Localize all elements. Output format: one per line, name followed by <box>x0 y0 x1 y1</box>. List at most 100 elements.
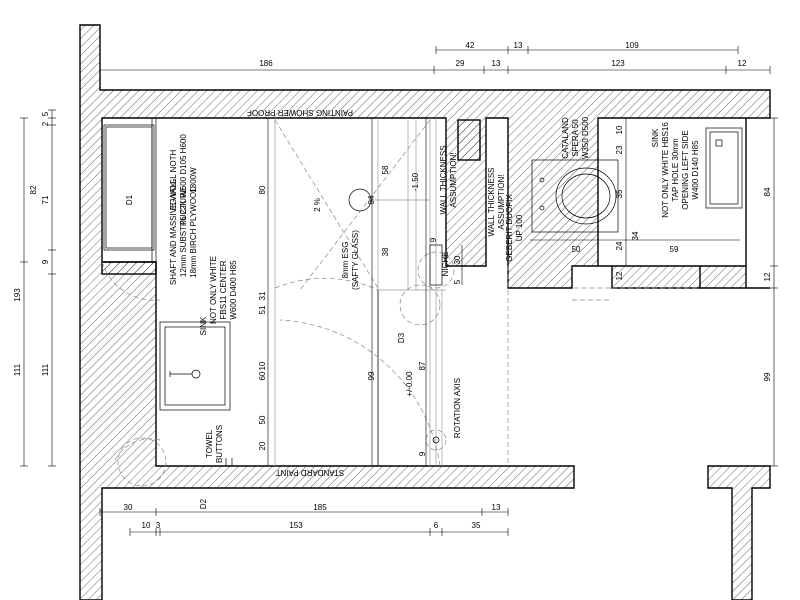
dim-top-186: 186 <box>259 59 273 68</box>
label-wall-assumption-1b: ASSUMPTION! <box>449 152 458 207</box>
label-sink-left-3: FBS11 CENTER <box>219 260 228 319</box>
dim-top-123: 123 <box>611 59 625 68</box>
dim-right-99: 99 <box>763 372 772 381</box>
dim-left-111b: 111 <box>41 363 50 376</box>
left-wall <box>79 24 771 600</box>
annotations: PAINTING SHOWER PROOF STANDARD PAINT EG … <box>125 108 700 509</box>
label-geberit-1: GEBERIT DUOFIX <box>505 194 514 262</box>
label-towel: TOWEL <box>205 429 214 458</box>
label-slope: 2 % <box>313 198 322 212</box>
dim-top-29: 29 <box>456 59 465 68</box>
dim-left-82: 82 <box>29 185 38 194</box>
dim-int-87: 87 <box>418 361 427 370</box>
sink-tap-icon <box>191 369 201 379</box>
walls <box>79 24 771 600</box>
dimension-text: 42 13 109 186 29 13 123 12 30 185 13 10 … <box>13 41 772 530</box>
dim-int-10b: 10 <box>615 125 624 134</box>
dim-bottom-6: 6 <box>434 521 439 530</box>
label-cataland-1: CATALAND <box>561 117 570 159</box>
label-standard-paint: STANDARD PAINT <box>276 468 345 477</box>
label-d1: D1 <box>125 194 134 205</box>
dim-int-34: 34 <box>631 231 640 240</box>
label-sink-right-5: W400 D140 H85 <box>691 140 700 200</box>
dim-int-h50: 50 <box>572 245 581 254</box>
dim-int-35: 35 <box>615 189 624 198</box>
dim-bottom-3: 3 <box>156 521 161 530</box>
label-sink-right-4: OPENING LEFT SIDE <box>681 130 690 209</box>
dim-top-13: 13 <box>514 41 523 50</box>
dim-int-10: 10 <box>258 361 267 370</box>
dim-int-20: 20 <box>258 441 267 450</box>
label-esg-2: (SAFTY GLASS) <box>351 230 360 290</box>
dim-left-111: 111 <box>13 363 22 376</box>
niche <box>429 244 443 286</box>
dim-top-42: 42 <box>466 41 475 50</box>
label-sink-right-3: TAP HOLE 30mm <box>671 138 680 202</box>
dim-top-13b: 13 <box>492 59 501 68</box>
dim-int-5: 5 <box>453 279 462 284</box>
dim-int-h59: 59 <box>670 245 679 254</box>
label-sink-left-4: W600 D400 H85 <box>229 260 238 320</box>
label-esg-1: 8mm ESG <box>341 242 350 279</box>
label-drain: 94 <box>367 195 376 204</box>
dim-int-80: 80 <box>258 185 267 194</box>
label-sink-right-2: NOT ONLY WHITE HBS16 <box>661 122 670 218</box>
dim-bottom-35: 35 <box>472 521 481 530</box>
dim-int-9a: 9 <box>418 451 427 456</box>
dim-int-31: 31 <box>258 291 267 300</box>
dim-int-30: 30 <box>453 255 462 264</box>
label-d2: D2 <box>199 498 208 509</box>
label-cataland-2: SFERA 50 <box>571 119 580 157</box>
right-sink <box>705 127 743 209</box>
dim-int-50: 50 <box>258 415 267 424</box>
dim-int-23: 23 <box>615 145 624 154</box>
dim-int-99: 99 <box>367 371 376 380</box>
dim-right-12: 12 <box>763 272 772 281</box>
dim-left-193: 193 <box>13 288 22 302</box>
label-shaft-1: SHAFT AND MASSIVE WALL <box>169 178 178 285</box>
label-wall-assumption-2b: ASSUMPTION! <box>497 174 506 229</box>
label-eg-vogl-3: 1300W <box>189 167 198 193</box>
label-sink-left-2: NOT ONLY WHITE <box>209 256 218 324</box>
label-eg-vogl-1: EG VOGL NOTH <box>169 149 178 210</box>
dim-bottom-30: 30 <box>124 503 133 512</box>
middle-pillar <box>457 119 481 161</box>
label-wall-assumption-2a: WALL THICKNESS <box>487 167 496 236</box>
towel-heater <box>103 124 155 251</box>
dim-bottom-13: 13 <box>492 503 501 512</box>
dim-bottom-185: 185 <box>313 503 327 512</box>
dimension-lines <box>20 46 778 536</box>
label-d3: D3 <box>397 332 406 343</box>
label-geberit-2: UP 100 <box>515 214 524 241</box>
label-eg-vogl-2: T6 22K W600 D105 H600 <box>179 134 188 226</box>
dim-int-12: 12 <box>615 271 624 280</box>
label-sink-left-1: SINK <box>199 316 208 335</box>
dim-top-109: 109 <box>625 41 639 50</box>
dim-left-5: 5 <box>41 111 50 116</box>
toilet-bowl <box>555 167 617 225</box>
door-d2-swing <box>114 438 161 461</box>
door-d1-swing <box>101 261 161 301</box>
dim-int-9b: 9 <box>429 237 438 242</box>
dim-int-60: 60 <box>258 371 267 380</box>
dim-int-38: 38 <box>381 247 390 256</box>
bottom-right-wall <box>707 465 771 600</box>
dim-top-12: 12 <box>738 59 747 68</box>
label-plus-000: +/-0.00 <box>405 371 414 397</box>
label-sink-right-1: SINK <box>651 128 660 147</box>
dim-bottom-10: 10 <box>142 521 151 530</box>
label-niche: NICHE <box>441 252 450 277</box>
label-wall-assumption-1a: WALL THICKNESS <box>439 145 448 214</box>
dim-int-51: 51 <box>258 305 267 314</box>
label-rotation-axis: ROTATION AXIS <box>453 378 462 438</box>
label-buttons: BUTTONS <box>215 425 224 463</box>
label-cataland-3: W350 D500 <box>581 116 590 159</box>
label-painting-shower-proof: PAINTING SHOWER PROOF <box>247 108 353 117</box>
dim-int-24: 24 <box>615 241 624 250</box>
dim-left-71: 71 <box>41 195 50 204</box>
dim-bottom-153: 153 <box>289 521 303 530</box>
label-minus-150: -1.50 <box>411 172 420 191</box>
dim-left-9: 9 <box>41 259 50 264</box>
label-shaft-2: 12mm SUBSTRUCTURE <box>179 187 188 277</box>
